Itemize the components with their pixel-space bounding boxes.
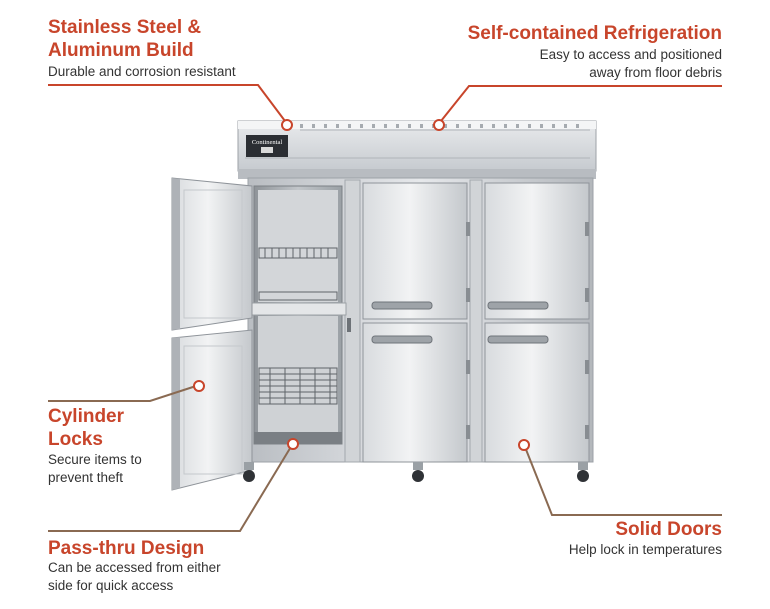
refrigeration-desc: Easy to access and positioned away from … — [540, 46, 722, 82]
leader-solid — [524, 446, 722, 516]
door-middle-upper — [362, 182, 470, 320]
refrigeration-title: Self-contained Refrigeration — [467, 23, 722, 44]
door-handle — [371, 301, 433, 310]
wire-shelf-upper — [258, 247, 338, 301]
door-handle — [487, 301, 549, 310]
leader-refrigeration — [440, 85, 722, 122]
stainless-desc: Durable and corrosion resistant — [48, 64, 236, 79]
marker-refrigeration — [433, 119, 445, 131]
open-door-upper — [171, 177, 253, 331]
door-right-lower — [484, 322, 590, 463]
open-door-lower — [171, 329, 253, 491]
passthru-desc-line1: Can be accessed from either — [48, 560, 221, 575]
marker-passthru — [287, 438, 299, 450]
solid-title: Solid Doors — [615, 519, 722, 540]
refrigeration-desc-line1: Easy to access and positioned — [539, 47, 722, 62]
control-panel — [246, 135, 288, 157]
solid-desc: Help lock in temperatures — [568, 542, 722, 557]
door-handle — [371, 335, 433, 344]
marker-stainless — [281, 119, 293, 131]
marker-solid — [518, 439, 530, 451]
locks-title-line2: Locks — [48, 429, 103, 450]
stainless-title-line2: Aluminum Build — [48, 40, 194, 61]
locks-title-line1: Cylinder — [48, 406, 125, 427]
locks-desc: Secure items to prevent theft — [48, 451, 142, 487]
thermostat-display — [261, 147, 273, 153]
passthru-desc-line2: side for quick access — [48, 578, 174, 593]
door-handle — [487, 335, 549, 344]
refrigeration-compartment: Continental — [237, 120, 597, 179]
stainless-title-line1: Stainless Steel & — [48, 17, 202, 38]
passthru-desc: Can be accessed from either side for qui… — [48, 559, 221, 595]
stainless-title: Stainless Steel & Aluminum Build — [48, 16, 201, 62]
locks-desc-line2: prevent theft — [48, 470, 124, 485]
locks-title: Cylinder Locks — [48, 405, 124, 451]
casters — [243, 462, 589, 482]
open-section-interior — [249, 185, 347, 445]
refrigeration-desc-line2: away from floor debris — [589, 65, 722, 80]
marker-locks — [193, 380, 205, 392]
locks-desc-line1: Secure items to — [48, 452, 142, 467]
cylinder-lock-icon — [347, 318, 351, 332]
leader-passthru — [48, 444, 293, 532]
wire-shelf-lower — [258, 367, 338, 405]
door-right-upper — [484, 182, 590, 320]
leader-locks — [48, 385, 197, 402]
door-middle-lower — [362, 322, 470, 463]
leader-stainless — [48, 84, 286, 122]
brand-label: Continental — [252, 139, 283, 146]
passthru-title: Pass-thru Design — [48, 538, 205, 559]
